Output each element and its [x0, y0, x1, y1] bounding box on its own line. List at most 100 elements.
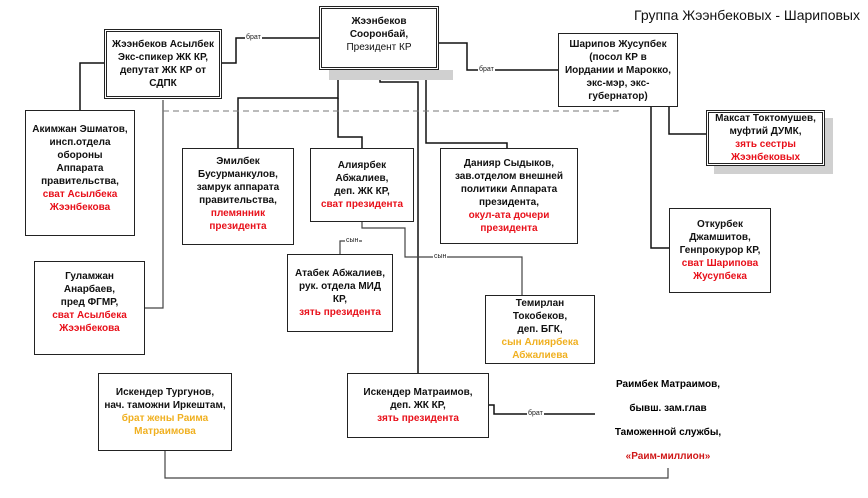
node-text: Аппарата	[56, 163, 104, 174]
node-text: губернатор)	[588, 90, 648, 102]
node-relation: сын Алиярбека	[501, 337, 579, 348]
node-gulamzhan: Гуламжан Анарбаев, пред ФГМР, сват Асылб…	[34, 261, 145, 355]
node-text: Президент КР	[346, 42, 412, 53]
node-relation: зять президента	[377, 413, 459, 424]
label-brat: брат	[245, 34, 262, 42]
connector-aliyarbek-temirlan	[361, 222, 523, 295]
label-brat: брат	[478, 66, 495, 74]
node-text: Анарбаев,	[63, 284, 116, 295]
node-relation: зять сестры	[735, 139, 796, 150]
node-text: Жээнбеков Асылбек	[112, 39, 214, 50]
connector-asylbek-gulamzhan	[145, 100, 164, 309]
node-text: деп. ЖК КР,	[334, 186, 390, 197]
node-text: КР,	[332, 294, 348, 305]
node-text: правительства,	[199, 195, 277, 206]
node-text: рук. отдела МИД	[299, 281, 381, 292]
president-shadow	[329, 70, 453, 80]
label-brat: брат	[527, 410, 544, 418]
node-text: Гуламжан	[65, 271, 114, 282]
node-text: экс-мэр, экс-	[586, 77, 650, 89]
node-akimzhan: Акимжан Эшматов, инсп.отдела обороны Апп…	[25, 110, 135, 236]
node-text: Темирлан	[515, 298, 565, 309]
label-syn: сын	[433, 253, 448, 261]
connector-president-aliyarbek	[337, 98, 363, 148]
node-text: деп. БГК,	[517, 324, 563, 335]
node-relation: брат жены Раима	[121, 413, 209, 424]
node-relation: Матраимова	[134, 426, 196, 437]
label-syn: сын	[345, 237, 360, 245]
node-text: Сооронбай,	[349, 29, 409, 40]
node-text: депутат ЖК КР от	[120, 65, 206, 76]
node-text: Искендер Тургунов,	[115, 387, 215, 398]
connector-sharipov-maksat	[668, 107, 706, 135]
node-relation: «Раим-миллион»	[625, 451, 711, 462]
node-relation: сват Асылбека	[42, 189, 118, 200]
connector-turgunov-raimbek	[164, 451, 669, 479]
dashed-group-line	[163, 106, 619, 112]
node-relation: сват Асылбека	[52, 310, 127, 321]
node-turgunov: Искендер Тургунов, нач. таможни Иркештам…	[98, 373, 232, 451]
connector-matraimov-raimbek	[489, 404, 595, 415]
node-atabek: Атабек Абжалиев, рук. отдела МИД КР, зят…	[287, 254, 393, 332]
node-text: инсп.отдела	[49, 137, 111, 148]
node-relation: племянник	[210, 208, 266, 219]
node-text: политики Аппарата	[460, 184, 558, 195]
node-relation: Жээнбекова	[49, 202, 111, 213]
node-sharipov: Шарипов Жусупбек (посол КР в Иордании и …	[558, 33, 678, 107]
node-text: Данияр Сыдыков,	[463, 158, 555, 169]
connector-president-emilbek	[237, 72, 339, 148]
node-text: Иордании и Марокко,	[564, 64, 672, 76]
node-relation: президента	[209, 221, 267, 232]
node-text: президента,	[478, 197, 539, 208]
node-text: Раимбек Матраимов,	[615, 379, 721, 390]
node-text: Шарипов Жусупбек	[569, 38, 667, 50]
node-text: Генпрокурор КР,	[679, 245, 761, 256]
node-text: Акимжан Эшматов,	[32, 124, 128, 135]
node-text: Откурбек	[697, 219, 743, 230]
node-text: правительства,	[41, 176, 119, 187]
node-text: Экс-спикер ЖК КР,	[117, 52, 209, 63]
node-text: Таможенной службы,	[614, 427, 722, 438]
node-otkurbek: Откурбек Джамшитов, Генпрокурор КР, сват…	[669, 208, 771, 293]
node-text: Жээнбеков	[351, 16, 407, 27]
node-emilbek: Эмилбек Бусурманкулов, замрук аппарата п…	[182, 148, 294, 245]
node-raimbek: Раимбек Матраимов, бывш. зам.глав Таможе…	[598, 373, 738, 469]
node-text: Максат Токтомушев,	[715, 113, 816, 124]
node-text: замрук аппарата	[196, 182, 280, 193]
node-matraimov: Искендер Матраимов, деп. ЖК КР, зять пре…	[347, 373, 489, 438]
node-president: Жээнбеков Сооронбай, Президент КР	[319, 6, 439, 70]
diagram-title: Группа Жээнбековых - Шариповых	[634, 7, 860, 23]
node-text: деп. ЖК КР,	[390, 400, 446, 411]
node-relation: Жээнбекова	[59, 323, 120, 334]
node-text: Бусурманкулов,	[198, 169, 278, 180]
node-text: нач. таможни Иркештам,	[104, 400, 226, 411]
node-relation: Жээнбековых	[730, 152, 801, 163]
connector-president-daniyar	[425, 72, 508, 148]
node-aliyarbek: Алиярбек Абжалиев, деп. ЖК КР, сват през…	[310, 148, 414, 222]
node-text: Алиярбек	[337, 160, 387, 171]
node-daniyar: Данияр Сыдыков, зав.отделом внешней поли…	[440, 148, 578, 244]
node-relation: окул-ата дочери	[468, 210, 550, 221]
connector-asylbek-akimzhan	[79, 62, 104, 110]
node-text: обороны	[57, 150, 103, 161]
node-text: бывш. зам.глав	[629, 403, 707, 414]
node-text: СДПК	[149, 78, 177, 89]
node-temirlan: Темирлан Токобеков, деп. БГК, сын Алиярб…	[485, 295, 595, 364]
node-relation: сват Шарипова	[681, 258, 759, 269]
node-text: Джамшитов,	[689, 232, 751, 243]
connector-president-sharipov	[438, 42, 558, 71]
node-maksat: Максат Токтомушев, муфтий ДУМК, зять сес…	[706, 110, 825, 166]
connector-asylbek-president	[222, 37, 319, 64]
node-text: Абжалиев,	[335, 173, 389, 184]
node-relation: Абжалиева	[512, 350, 568, 361]
node-relation: президента	[480, 223, 538, 234]
node-text: Искендер Матраимов,	[363, 387, 473, 398]
node-relation: Жусупбека	[693, 271, 747, 282]
node-relation: сват президента	[320, 199, 404, 210]
node-text: муфтий ДУМК,	[729, 126, 802, 137]
node-text: зав.отделом внешней	[454, 171, 564, 182]
node-text: Токобеков,	[512, 311, 568, 322]
node-text: Эмилбек	[216, 156, 260, 167]
node-asylbek: Жээнбеков Асылбек Экс-спикер ЖК КР, депу…	[104, 29, 222, 99]
